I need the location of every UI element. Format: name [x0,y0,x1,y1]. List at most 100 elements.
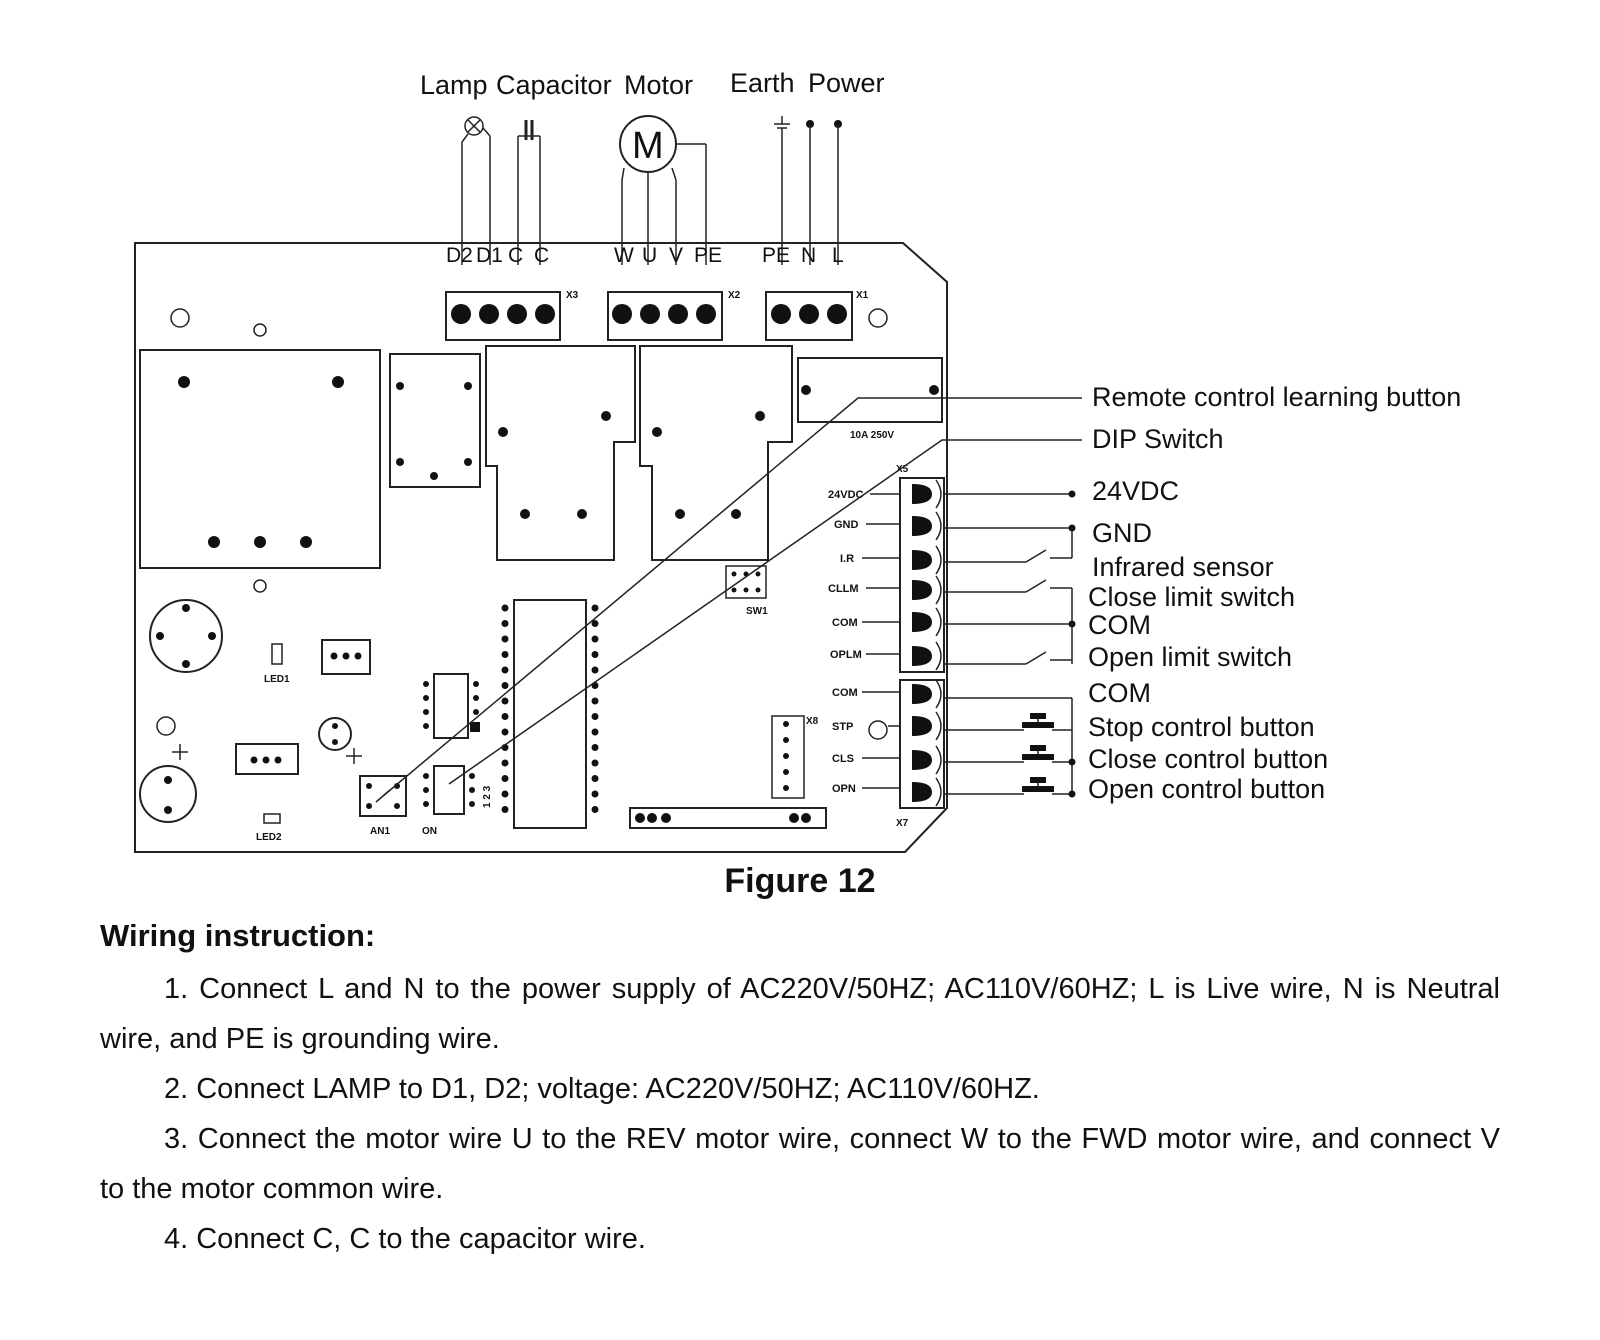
power-icon [806,120,842,265]
fuse-component: 10A 250V [797,357,943,441]
fuse-rating: 10A 250V [850,430,894,441]
x5-terminal-screw [912,580,932,600]
ic-pin [501,759,509,767]
ref-sw1: SW1 [746,606,768,617]
callout-com-1: COM [1088,610,1151,640]
power-label: Power [808,68,885,98]
three-pin-header-2 [235,743,299,775]
ic-pin [501,775,509,782]
ic-pin [501,666,509,674]
ic-pin [591,713,599,720]
x5-terminal-screw [912,646,932,666]
instruction-step-3: 3. Connect the motor wire U to the REV m… [100,1123,1500,1205]
lamp-icon [461,116,491,265]
callout-com-2: COM [1088,678,1151,708]
x5-terminal-screw [912,516,932,536]
pin-label-pe: PE [694,244,722,267]
ref-x5: X5 [896,464,909,475]
ic-pin [501,728,509,736]
x5-label-ir: I.R [840,553,854,565]
mounting-holes [156,308,267,736]
callout-infrared: Infrared sensor [1092,552,1274,582]
pin-label-l: L [832,244,844,267]
ref-led1: LED1 [264,674,290,685]
pushbutton-open-icon [1022,777,1054,792]
x7-terminal-screw-arc [935,679,942,709]
callout-labels: Remote control learning button DIP Switc… [1088,382,1461,804]
terminal-block-x2: X2 [607,290,741,341]
callout-remote-learning: Remote control learning button [1092,382,1461,412]
sw1-header: SW1 [725,565,768,617]
x5-label-gnd: GND [834,519,859,531]
ic-pin [591,651,599,658]
x7-terminal-screw-arc [935,777,942,807]
terminal-block-x1: X1 [765,290,888,341]
ref-on: ON [422,826,437,837]
main-ic [501,599,599,829]
ic-pin [501,620,509,627]
ref-x3: X3 [566,290,579,301]
x7-terminal-screw-arc [935,745,942,775]
ic-pin [591,666,599,674]
pin-label-v: V [669,244,683,267]
callout-stop-button: Stop control button [1088,712,1315,742]
ic-pin [501,604,509,612]
x7-label-opn: OPN [832,783,856,795]
ic-pin [501,713,509,720]
pin-label-c2: C [534,244,549,267]
ic-pin [591,620,599,627]
figure-caption: Figure 12 [724,862,876,900]
pin-label-c1: C [508,244,523,267]
an1-learning-button: AN1 [359,775,407,837]
callout-open-limit: Open limit switch [1088,642,1292,672]
electrolytic-capacitor-2 [318,717,362,764]
ref-x8: X8 [806,716,819,727]
motor-icon: M [619,115,707,265]
ic-pin [501,635,509,643]
terminal-block-x7: X7 [868,679,945,829]
x7-label-cls: CLS [832,753,854,765]
callout-gnd: GND [1092,518,1152,548]
ic-pin [501,697,509,705]
ref-an1: AN1 [370,826,390,837]
x5-terminal-screw-arc [935,575,942,605]
ic-pin [501,682,509,689]
buzzer [149,599,223,673]
pin-label-d2: D2 [446,244,473,267]
motor-symbol-letter: M [632,125,664,167]
x5-label-com: COM [832,617,858,629]
x7-terminal-screw [912,750,932,770]
x5-terminal-screw-arc [935,607,942,637]
ref-x7: X7 [896,818,909,829]
x3-pin-labels: D2 D1 C C [446,244,549,267]
x5-terminal-screw-arc [935,545,942,575]
three-pin-header-1 [321,639,371,675]
transformer [139,349,381,569]
x5-label-24vdc: 24VDC [828,489,864,501]
x5-label-oplm: OPLM [830,649,862,661]
x7-terminal-screw-arc [935,711,942,741]
x5-terminal-screw-arc [935,511,942,541]
terminal-leader-lines [862,493,900,789]
x7-label-com: COM [832,687,858,699]
x2-pin-labels: W U V PE [614,244,722,267]
instruction-step-2: 2. Connect LAMP to D1, D2; voltage: AC22… [164,1073,1040,1105]
x5-terminal-screw-arc [935,641,942,671]
relay-2 [639,345,793,561]
callout-dip-switch: DIP Switch [1092,424,1224,454]
pin-label-n: N [801,244,816,267]
ic-pin [501,806,509,813]
ref-led2: LED2 [256,832,282,843]
earth-label: Earth [730,68,795,98]
ic-pin [591,790,599,798]
x7-terminal-screw [912,716,932,736]
dip-switch-board: ON 1 2 3 [422,765,493,837]
ic-pin [591,604,599,612]
wiring-instructions: Wiring instruction: 1. Connect L and N t… [100,918,1500,1264]
x7-terminal-screw [912,782,932,802]
terminal-block-x5: X5 [896,464,945,673]
pin-label-u: U [642,244,657,267]
ic-pin [591,697,599,705]
led2: LED2 [256,813,282,843]
lamp-label: Lamp [420,70,488,100]
